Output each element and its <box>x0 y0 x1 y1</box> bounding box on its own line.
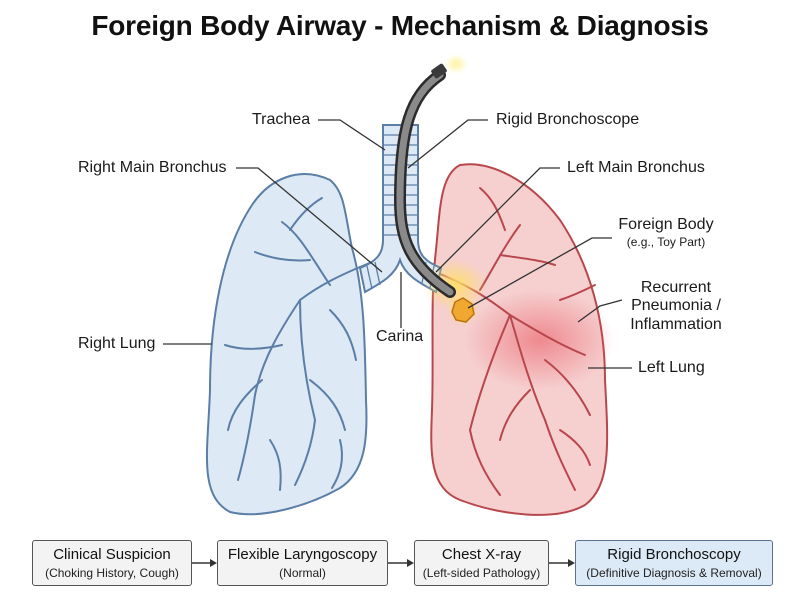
flow-step-sub: (Choking History, Cough) <box>45 566 179 580</box>
label-foreign-body: Foreign Body (e.g., Toy Part) <box>606 216 726 250</box>
label-recurrent-pneumonia: Recurrent Pneumonia / Inflammation <box>622 279 730 334</box>
flow-step-chest-xray: Chest X-ray (Left-sided Pathology) <box>414 540 549 586</box>
flow-step-rigid-bronchoscopy: Rigid Bronchoscopy (Definitive Diagnosis… <box>575 540 773 586</box>
label-rigid-bronchoscope: Rigid Bronchoscope <box>496 111 640 128</box>
label-left-main-bronchus: Left Main Bronchus <box>567 159 705 176</box>
flow-step-title: Clinical Suspicion <box>53 546 171 563</box>
flow-arrows <box>192 559 575 567</box>
flow-step-sub: (Left-sided Pathology) <box>422 566 541 580</box>
foreign-body <box>447 294 479 326</box>
label-foreign-body-title: Foreign Body <box>618 216 714 233</box>
right-lung <box>205 173 373 516</box>
flow-step-title: Rigid Bronchoscopy <box>607 546 741 563</box>
label-recurrent-line2: Pneumonia / <box>631 297 721 315</box>
flow-step-sub: (Normal) <box>279 566 326 580</box>
label-recurrent-line1: Recurrent <box>640 279 712 296</box>
label-trachea: Trachea <box>252 111 311 128</box>
label-carina: Carina <box>376 328 424 345</box>
rigid-bronchoscope <box>393 54 468 298</box>
label-foreign-body-note: (e.g., Toy Part) <box>626 235 706 250</box>
left-lung <box>429 163 615 516</box>
label-recurrent-line3: Inflammation <box>630 315 722 333</box>
flow-step-sub: (Definitive Diagnosis & Removal) <box>586 566 762 580</box>
label-right-lung: Right Lung <box>78 335 156 352</box>
page-title: Foreign Body Airway - Mechanism & Diagno… <box>91 10 709 41</box>
leader-lines <box>163 119 632 369</box>
flow-step-title: Chest X-ray <box>441 546 522 563</box>
label-left-lung: Left Lung <box>638 359 705 376</box>
flow-step-clinical-suspicion: Clinical Suspicion (Choking History, Cou… <box>32 540 192 586</box>
label-right-main-bronchus: Right Main Bronchus <box>78 159 227 176</box>
flow-step-title: Flexible Laryngoscopy <box>227 546 378 563</box>
flow-step-flexible-laryngoscopy: Flexible Laryngoscopy (Normal) <box>217 540 388 586</box>
